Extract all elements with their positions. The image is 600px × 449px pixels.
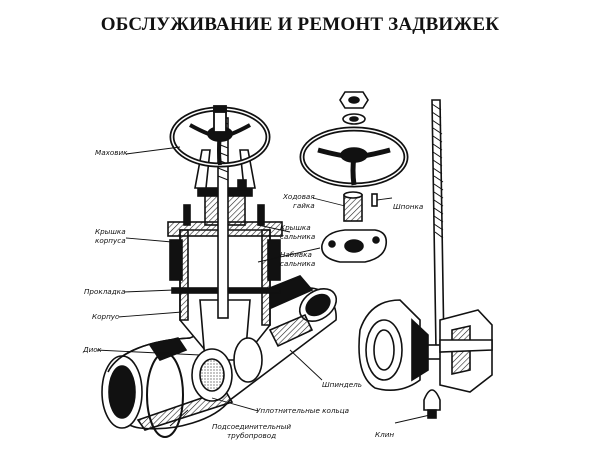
- label-stem-nut: Ходовая гайка: [283, 192, 315, 210]
- label-bonnet-line2: корпуса: [95, 235, 126, 245]
- label-stem-nut-line1: Ходовая: [283, 192, 315, 201]
- label-stem-nut-line2: гайка: [293, 200, 315, 210]
- label-gland-cover-line2: сальника: [280, 231, 316, 241]
- label-body: Корпус: [92, 312, 119, 321]
- label-pipe: Подсоединительный трубопровод: [212, 422, 292, 440]
- label-wedge: Клин: [375, 430, 395, 439]
- label-packing-line1: Набивка: [280, 250, 312, 259]
- exploded-parts: [299, 91, 493, 419]
- label-bonnet: Крышка корпуса: [95, 227, 126, 245]
- handwheel-main: [169, 105, 271, 168]
- page-title: ОБСЛУЖИВАНИЕ И РЕМОНТ ЗАДВИЖЕК: [100, 14, 500, 35]
- label-packing: Набивка сальника: [280, 250, 316, 268]
- label-spindle: Шпиндель: [322, 380, 362, 389]
- label-pipe-line2: трубопровод: [226, 430, 277, 440]
- label-gland-cover: Крышка сальника: [280, 223, 316, 241]
- label-gland-cover-line1: Крышка: [280, 223, 311, 232]
- label-pipe-line1: Подсоединительный: [212, 422, 292, 431]
- label-sealing-rings: Уплотнительные кольца: [256, 406, 350, 415]
- label-disc: Диск: [83, 345, 102, 354]
- label-key: Шпонка: [393, 202, 424, 211]
- valve-cutaway: [101, 117, 338, 438]
- label-handwheel: Маховик: [95, 148, 128, 157]
- leader-lines: [95, 146, 431, 427]
- label-packing-line2: сальника: [280, 258, 316, 268]
- label-gasket: Прокладка: [84, 287, 126, 296]
- label-bonnet-line1: Крышка: [95, 227, 126, 236]
